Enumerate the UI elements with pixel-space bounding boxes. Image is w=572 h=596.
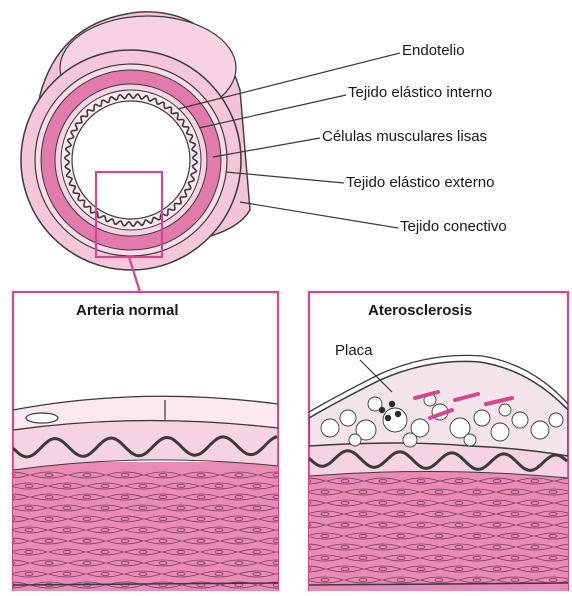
foam-cell-nucleus xyxy=(395,411,401,417)
normal-muscle-nucleus xyxy=(291,507,299,510)
label-tejido-elastico-interno: Tejido elástico interno xyxy=(348,84,492,102)
athero-muscle-layer xyxy=(309,470,568,591)
lipid-droplet xyxy=(340,410,356,426)
normal-muscle-layer xyxy=(13,462,278,591)
normal-muscle-nucleus xyxy=(291,485,299,488)
lipid-droplet xyxy=(531,421,549,439)
foam-cell-nucleus xyxy=(385,415,391,421)
lipid-droplet xyxy=(474,410,490,426)
lumen xyxy=(72,101,190,219)
normal-muscle-nucleus xyxy=(291,573,299,576)
leader-tejido-conectivo xyxy=(240,202,398,228)
lipid-droplet xyxy=(499,404,511,416)
label-placa: Placa xyxy=(335,342,373,359)
normal-muscle-nucleus xyxy=(291,529,299,532)
normal-muscle-fiber xyxy=(277,549,313,555)
lipid-droplet xyxy=(491,423,509,441)
endothelium-nucleus xyxy=(26,413,58,423)
panel-arteria-normal xyxy=(0,292,313,591)
lipid-droplet xyxy=(464,434,476,446)
normal-muscle-fiber xyxy=(277,505,313,511)
lipid-droplet xyxy=(349,434,361,446)
lipid-droplet xyxy=(321,419,339,437)
vessel-cross-section xyxy=(21,12,250,270)
normal-muscle-fiber xyxy=(277,527,313,533)
panel-title-aterosclerosis: Aterosclerosis xyxy=(368,302,472,319)
panel-aterosclerosis xyxy=(289,292,572,591)
panel-title-arteria-normal: Arteria normal xyxy=(76,302,179,319)
foam-cell-nucleus xyxy=(389,401,395,407)
normal-muscle-nucleus xyxy=(291,551,299,554)
foam-cell-nucleus xyxy=(379,407,385,413)
label-celulas-musculares-lisas: Células musculares lisas xyxy=(322,128,487,146)
lipid-droplet xyxy=(549,413,563,427)
label-endotelio: Endotelio xyxy=(402,42,465,60)
lipid-droplet xyxy=(403,433,417,447)
label-tejido-elastico-externo: Tejido elástico externo xyxy=(346,174,494,192)
normal-muscle-fiber xyxy=(277,483,313,489)
label-tejido-conectivo: Tejido conectivo xyxy=(400,218,507,236)
lipid-droplet xyxy=(512,412,528,428)
normal-muscle-fiber xyxy=(277,571,313,577)
